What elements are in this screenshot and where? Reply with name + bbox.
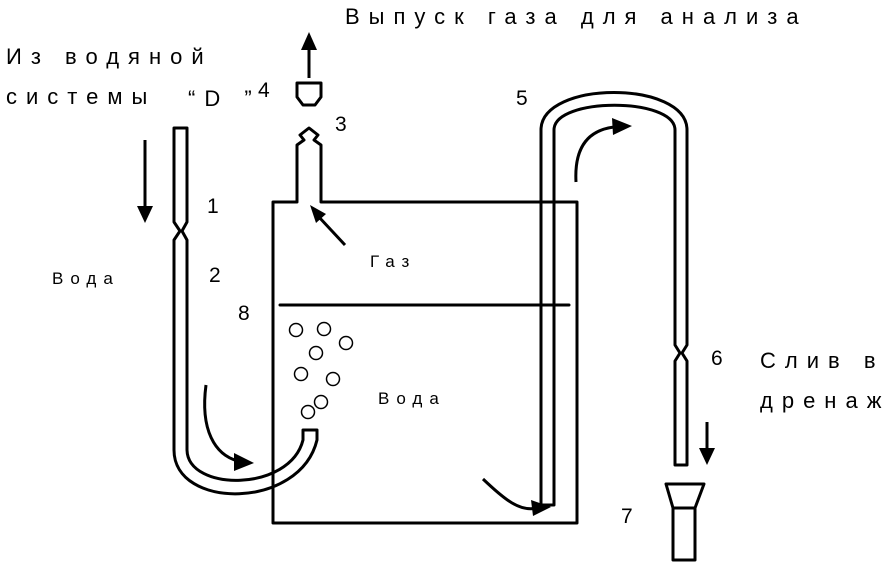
drain-arrow bbox=[699, 422, 715, 465]
bubble bbox=[338, 335, 354, 351]
inlet-flow-arrow bbox=[203, 384, 254, 471]
drain-funnel bbox=[664, 482, 706, 562]
source-label-line2: системы bbox=[6, 84, 157, 109]
number-3: 3 bbox=[335, 113, 347, 136]
bubble bbox=[293, 366, 309, 382]
number-5: 5 bbox=[516, 87, 528, 110]
vessel-outline bbox=[271, 126, 579, 525]
bubble bbox=[288, 322, 304, 338]
water-inlet-arrow bbox=[137, 140, 153, 223]
bubble bbox=[316, 321, 332, 337]
drain-label-line1: Слив в bbox=[760, 348, 885, 373]
siphon-inlet-arrow bbox=[481, 477, 551, 516]
water-inlet-label: Вода bbox=[52, 269, 120, 288]
number-6: 6 bbox=[711, 347, 723, 370]
gas-valve-4 bbox=[295, 81, 323, 107]
source-label-line1: Из водяной bbox=[6, 44, 213, 69]
bubble bbox=[325, 371, 341, 387]
number-1: 1 bbox=[207, 195, 219, 218]
siphon-tube bbox=[539, 91, 689, 507]
gas-outlet-label: Выпуск газа для анализа bbox=[345, 4, 808, 29]
inlet-tube-upper bbox=[172, 126, 189, 258]
bubble bbox=[300, 404, 316, 420]
number-2: 2 bbox=[209, 264, 221, 287]
water-in-vessel-label: Вода bbox=[378, 389, 446, 408]
source-id-label: “D ” bbox=[188, 86, 261, 111]
bubble bbox=[313, 394, 329, 410]
inlet-tube-u-bend bbox=[172, 254, 319, 496]
number-4: 4 bbox=[258, 79, 270, 102]
drain-label-line2: дренаж bbox=[760, 388, 886, 413]
number-8: 8 bbox=[238, 302, 250, 325]
bubble bbox=[308, 345, 324, 361]
number-7: 7 bbox=[621, 505, 633, 528]
siphon-flow-arrow bbox=[574, 118, 632, 183]
gas-arrow bbox=[310, 205, 347, 247]
gas-in-vessel-label: Газ bbox=[370, 252, 417, 271]
gas-outlet-arrow bbox=[301, 32, 317, 78]
gas-bubbles bbox=[288, 321, 354, 420]
